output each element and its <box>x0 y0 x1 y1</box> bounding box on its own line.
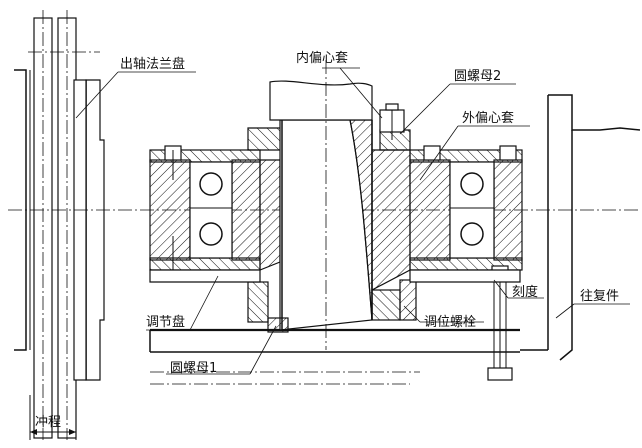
stroke-label: 冲程 <box>35 415 61 430</box>
adjusting-disc-label: 调节盘 <box>146 314 185 330</box>
stroke-dimension <box>29 395 77 440</box>
to-reset-label: 往复件 <box>580 289 619 304</box>
round-nut-1-label: 圆螺母1 <box>170 361 217 376</box>
inner-eccentric-sleeve <box>269 60 373 350</box>
round-nut-2 <box>379 103 405 140</box>
right-frame <box>520 94 641 361</box>
round-nut-1 <box>247 281 289 333</box>
inner-eccentric-sleeve-label: 内偏心套 <box>296 50 348 66</box>
left-plates <box>14 10 105 440</box>
housing-left <box>149 145 261 271</box>
scale-label: 刻度 <box>512 284 538 300</box>
lower-flanges <box>149 269 521 283</box>
adjusting-bolt-label: 调位螺栓 <box>424 315 476 330</box>
output-flange-label: 出轴法兰盘 <box>120 56 185 72</box>
round-nut-2-label: 圆螺母2 <box>454 69 501 84</box>
outer-eccentric-sleeve <box>247 127 411 291</box>
leader-lines <box>75 67 630 375</box>
outer-eccentric-sleeve-label: 外偏心套 <box>462 110 514 126</box>
base-frame <box>149 328 520 385</box>
housing-right <box>409 145 523 271</box>
